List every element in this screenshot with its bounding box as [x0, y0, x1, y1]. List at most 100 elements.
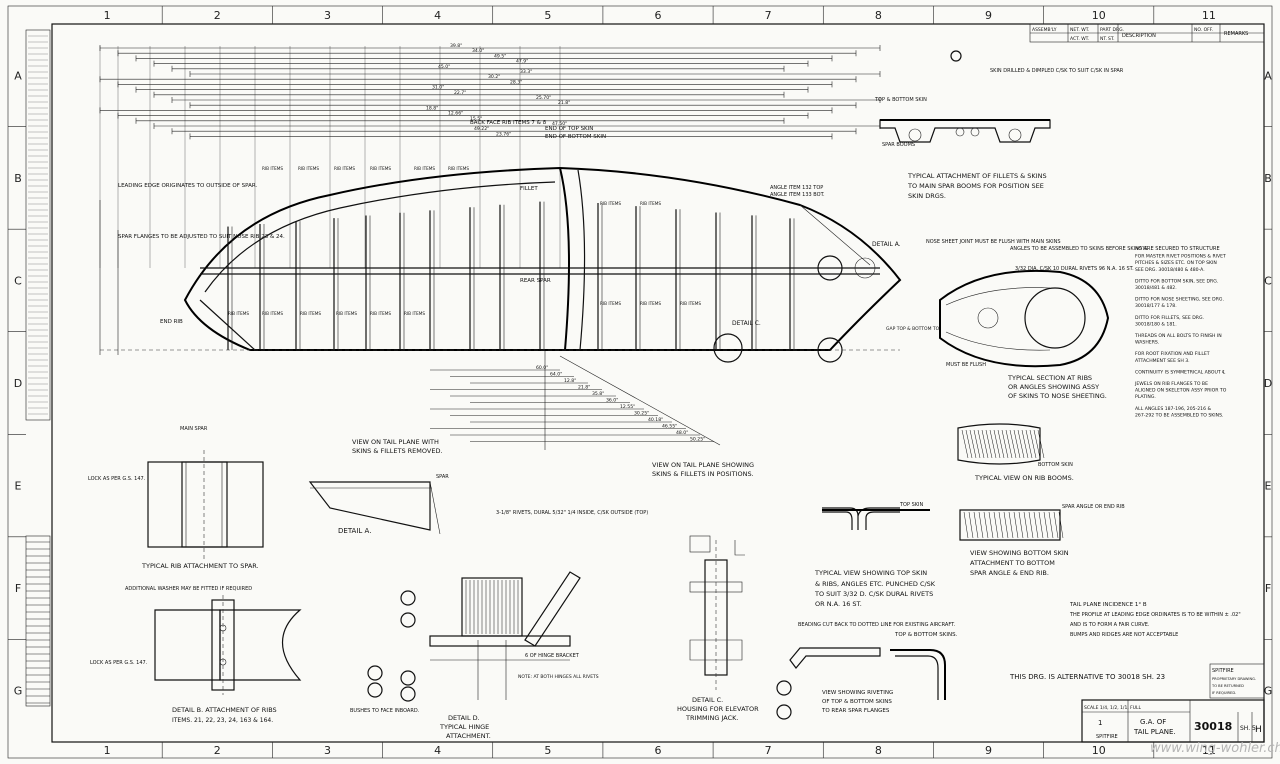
inner-border — [51, 23, 1265, 743]
detail-b-items: ITEMS. 21, 22, 23, 24, 163 & 164. — [172, 717, 273, 724]
rev-header-partdrg: PART DRG. — [1100, 27, 1124, 33]
detail-d-title-2: TYPICAL HINGE — [439, 723, 489, 731]
nose-section-detail: ANGLES TO BE ASSEMBLED TO SKINS BEFORE S… — [886, 239, 1220, 400]
zone-col-bottom-4: 4 — [434, 744, 441, 757]
dim-bottom-0: 60.0" — [536, 365, 548, 371]
detail-a-spar: SPAR — [436, 474, 449, 480]
stamp-title: SPITFIRE — [1212, 668, 1234, 674]
dim-bottom-3: 21.8" — [578, 385, 590, 391]
dim-top-6: 30.2" — [488, 74, 500, 80]
zone-col-top-10: 10 — [1092, 9, 1106, 22]
nose-flush: MUST BE FLUSH — [946, 362, 986, 368]
detail-a-circle — [817, 255, 843, 281]
bottom-dimensions: 60.0"64.0"12.8"21.8"35.8"36.0"12.55"30.2… — [430, 350, 721, 450]
nose-gap-note: GAP TOP & BOTTOM TO — [886, 326, 940, 332]
dim-bottom-4: 35.8" — [592, 391, 604, 397]
note-2-line-1: 30018/481 & 482. — [1135, 285, 1177, 291]
riveting-title-3: TO REAR SPAR FLANGES — [821, 708, 890, 714]
incidence-2: THE PROFILE AT LEADING EDGE ORDINATES IS… — [1069, 612, 1241, 618]
zone-row-left-B: B — [14, 172, 22, 185]
top-bottom-skins: TOP & BOTTOM SKINS. — [894, 632, 958, 638]
rib-label-6: RIB ITEMS — [262, 166, 283, 171]
dim-top-11: 21.8" — [558, 100, 570, 106]
detail-a-title: DETAIL A. — [338, 527, 371, 535]
zone-col-bottom-8: 8 — [875, 744, 882, 757]
issue-letter: H — [1255, 725, 1262, 735]
callout-angle-bot: ANGLE ITEM 133 BOT. — [770, 192, 825, 198]
note-4-line-1: 30018/180 & 181. — [1135, 321, 1177, 327]
dim-bottom-7: 30.25" — [634, 411, 649, 417]
zone-col-top-11: 11 — [1202, 9, 1216, 22]
rib-label-2: RIB ITEMS — [300, 311, 321, 316]
title-block: SCALE 1/4, 1/2, 1/1, FULL G.A. OF TAIL P… — [1081, 699, 1265, 743]
fillet-attachment-detail: SKIN DRILLED & DIMPLED C/SK TO SUIT C/SK… — [874, 50, 1124, 200]
top-skin-title-1: TYPICAL VIEW SHOWING TOP SKIN — [814, 569, 927, 577]
watermark: www.wing-wohler.ch — [1150, 741, 1280, 756]
zone-col-bottom-3: 3 — [324, 744, 331, 757]
rib-label-10: RIB ITEMS — [414, 166, 435, 171]
top-skin-lbl: TOP SKIN — [899, 502, 924, 508]
rib-booms-view: BOTTOM SKIN TYPICAL VIEW ON RIB BOOMS. — [957, 423, 1074, 482]
dim-top-16: 49.22" — [474, 126, 489, 132]
top-skin-title-2: & RIBS, ANGLES ETC. PUNCHED C/SK — [815, 580, 936, 588]
riveting-note: BEADING CUT BACK TO DOTTED LINE FOR EXIS… — [798, 622, 956, 628]
fillets-note: SKIN DRILLED & DIMPLED C/SK TO SUIT C/SK… — [990, 68, 1124, 74]
zone-row-left-F: F — [15, 582, 21, 595]
zone-col-bottom-7: 7 — [765, 744, 772, 757]
callout-angle-top: ANGLE ITEM 132 TOP — [770, 185, 823, 191]
title-name-1: G.A. OF — [1140, 718, 1166, 726]
sheet-number: SH. 5. — [1240, 725, 1258, 732]
detail-c-marker: DETAIL C. — [732, 320, 761, 327]
dim-top-7: 28.3" — [510, 79, 522, 85]
top-dimensions: 39.8"34.0"49.5"47.9"45.0"33.3"30.2"28.3"… — [99, 43, 881, 268]
rib-label-5: RIB ITEMS — [404, 311, 425, 316]
nose-title-3: OF SKINS TO NOSE SHEETING. — [1008, 392, 1107, 400]
zone-row-left-C: C — [14, 274, 22, 287]
nose-rivets: 3/32 DIA. C/SK 10 DURAL RIVETS 96 N.A. 1… — [1015, 266, 1134, 272]
note-2-line-0: DITTO FOR BOTTOM SKIN, SEE DRG. — [1135, 278, 1218, 284]
proprietary-stamp: SPITFIRE PROPRIETARY DRAWING. TO BE RETU… — [1209, 663, 1265, 699]
callout-spar-flanges: SPAR FLANGES TO BE ADJUSTED TO SUIT NOSE… — [118, 234, 285, 240]
note-1-line-0: FOR MASTER RIVET POSITIONS & RIVET — [1135, 254, 1226, 260]
hinge-bracket: 6 OF HINGE BRACKET — [525, 653, 580, 659]
left-view-title-2: SKINS & FILLETS REMOVED. — [352, 447, 443, 455]
note-8-line-2: PLATING. — [1135, 394, 1156, 400]
zone-row-right-F: F — [1265, 582, 1271, 595]
zone-col-top-5: 5 — [544, 9, 551, 22]
rib-label-1: RIB ITEMS — [262, 311, 283, 316]
nose-title-1: TYPICAL SECTION AT RIBS — [1007, 374, 1092, 382]
bottom-skin-attachment: SPAR ANGLE OR END RIB VIEW SHOWING BOTTO… — [959, 504, 1125, 577]
zone-row-right-G: G — [1264, 685, 1273, 698]
bushes-note: BUSHES TO FACE INBOARD. — [350, 708, 420, 714]
zone-col-top-4: 4 — [434, 9, 441, 22]
zone-row-right-E: E — [1265, 480, 1272, 493]
nose-angle-note: ANGLES TO BE ASSEMBLED TO SKINS BEFORE S… — [1010, 246, 1220, 252]
note-3-line-1: 30018/177 & 178. — [1135, 303, 1177, 309]
rib-label-4: RIB ITEMS — [370, 311, 391, 316]
right-view-title-2: SKINS & FILLETS IN POSITIONS. — [652, 470, 754, 478]
detail-c-circle — [713, 333, 743, 363]
dim-top-12: 18.8" — [426, 105, 438, 111]
top-skin-title-4: OR N.A. 16 ST. — [815, 600, 862, 608]
dim-bottom-10: 48.0" — [676, 430, 688, 436]
note-5-line-0: THREADS ON ALL BOLTS TO FINISH IN — [1134, 333, 1222, 339]
callout-end-bottom-skin: END OF BOTTOM SKIN — [545, 134, 606, 140]
incidence-1: TAIL PLANE INCIDENCE 1° B — [1069, 602, 1147, 608]
note-9-line-1: 267-292 TO BE ASSEMBLED TO SKINS. — [1135, 412, 1223, 418]
rib-label-7: RIB ITEMS — [298, 166, 319, 171]
left-view-title-1: VIEW ON TAIL PLANE WITH — [352, 438, 439, 446]
top-skin-title-3: TO SUIT 3/32 D. C/SK DURAL RIVETS — [814, 590, 933, 598]
nose-section-outline — [939, 269, 1110, 368]
note-3-line-0: DITTO FOR NOSE SHEETING, SEE DRG. — [1135, 297, 1224, 303]
incidence-3: AND IS TO FORM A FAIR CURVE. — [1070, 622, 1150, 628]
rib-label-8: RIB ITEMS — [334, 166, 355, 171]
riveting-title-1: VIEW SHOWING RIVETING — [822, 690, 893, 696]
fillets-top-bottom-skin: TOP & BOTTOM SKIN — [874, 97, 927, 103]
rib-label-0: RIB ITEMS — [228, 311, 249, 316]
rev-sub-st: ST. — [1108, 36, 1115, 42]
rev-header-netwt: NET. WT. — [1070, 27, 1089, 33]
dim-top-0: 39.8" — [450, 43, 462, 49]
note-8-line-1: ALIGNED ON SKELETON ASSY PRIOR TO — [1135, 388, 1227, 394]
dim-bottom-9: 46.55" — [662, 424, 677, 430]
